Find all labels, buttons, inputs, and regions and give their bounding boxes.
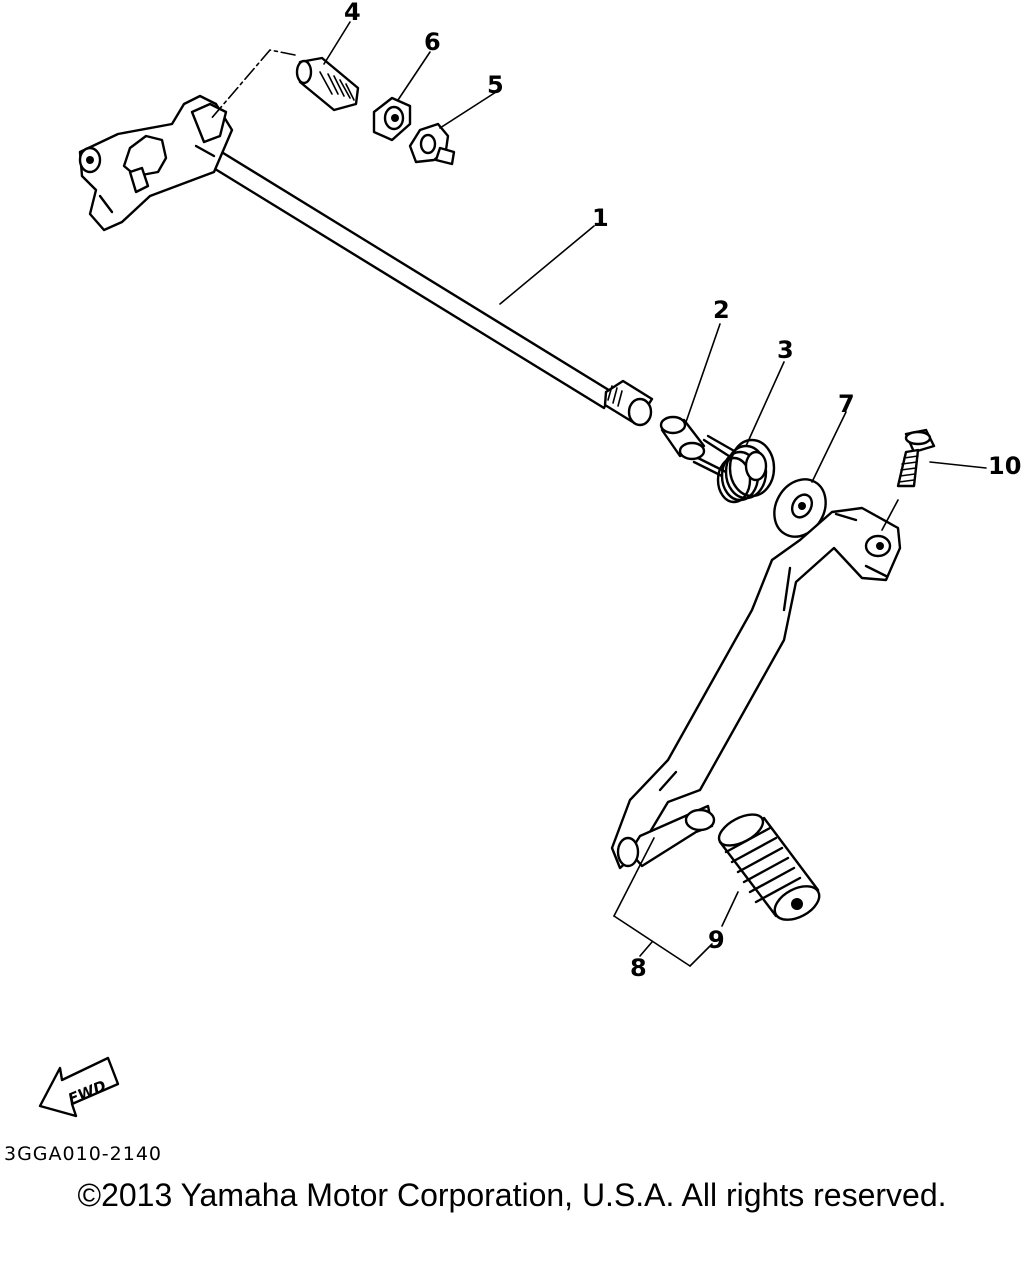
callout-4: 4: [344, 0, 361, 26]
pedal-peg: [616, 804, 716, 868]
washer-7: [773, 478, 827, 538]
callout-10: 10: [988, 452, 1021, 480]
leader-lines: [323, 21, 987, 967]
callout-1: 1: [592, 204, 609, 232]
rubber-9: [717, 813, 821, 921]
callout-9: 9: [708, 926, 725, 954]
callout-6: 6: [424, 28, 441, 56]
bolt-4: [295, 56, 360, 112]
callout-8: 8: [630, 954, 647, 982]
callout-2: 2: [713, 296, 730, 324]
nut-6: [372, 96, 412, 142]
diagram-code: 3GGA010-2140: [4, 1143, 163, 1165]
callout-5: 5: [487, 71, 504, 99]
callout-3: 3: [777, 336, 794, 364]
shift-arm: [78, 94, 234, 232]
shift-pedal: [610, 506, 902, 870]
fwd-arrow-icon: FWD: [38, 1056, 120, 1118]
callout-7: 7: [838, 390, 855, 418]
spring-3: [692, 434, 776, 504]
bolt-10: [896, 428, 936, 488]
collar-2: [659, 415, 706, 461]
copyright-notice: ©2013 Yamaha Motor Corporation, U.S.A. A…: [77, 1177, 947, 1213]
lock-washer-5: [408, 122, 456, 166]
shift-shaft: [205, 146, 654, 427]
